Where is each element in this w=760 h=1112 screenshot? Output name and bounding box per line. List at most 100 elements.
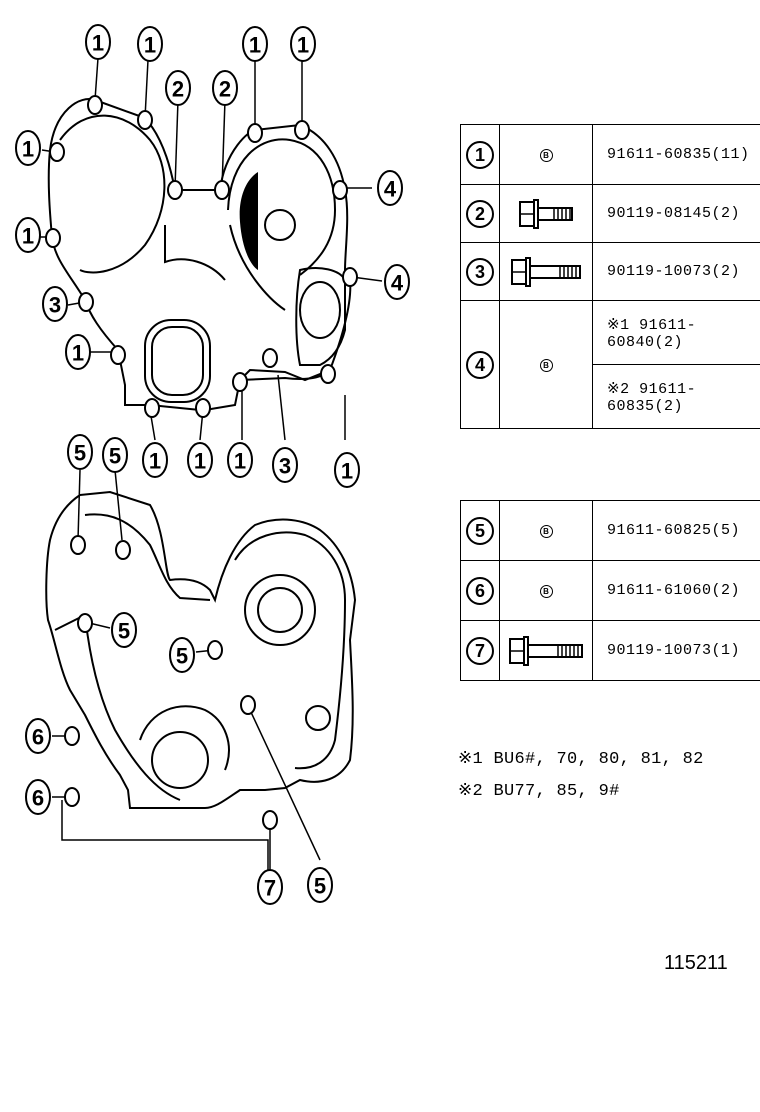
table-row: 4 B ※1 91611-60840(2) [460,300,760,429]
item-number: 6 [466,576,494,605]
parts-table-top: 1 B 91611-60835(11) 2 90119-08145(2) 3 [460,124,760,429]
flange-bolt-icon [511,256,581,287]
callout-6: 6 [32,786,44,811]
callout-1: 1 [297,33,309,58]
flange-nut-icon: B [539,149,553,162]
flange-bolt-icon [519,198,573,229]
fastener-position [64,787,80,807]
upper-cover-inner-left [59,114,166,274]
lower-right-boss [244,574,316,646]
callout-4: 4 [391,271,404,296]
applicability-note-1: ※1 BU6#, 70, 80, 81, 82 [458,750,704,769]
flange-bolt-icon [509,635,583,666]
lower-gasket-inner-right [234,531,347,770]
table-row: 5 B 91611-60825(5) [460,500,760,561]
flange-nut-icon: B [539,359,553,372]
flange-nut-icon: B [539,525,553,538]
callout-1: 1 [22,224,34,249]
callout-5: 5 [118,619,130,644]
fastener-position [342,267,358,287]
fastener-position [137,110,153,130]
part-number: 90119-08145(2) [592,184,760,243]
lower-left-boss-frame [139,705,230,771]
fastener-position [45,228,61,248]
fastener-position [332,180,348,200]
callout-5: 5 [74,441,86,466]
illustration-reference-number: 115211 [664,952,728,974]
upper-cover-inner-right [227,138,337,311]
callout-3: 3 [49,293,61,318]
callout-2: 2 [172,77,184,102]
table-row: ※2 91611-60835(2) [461,364,760,429]
fastener-position [167,180,183,200]
table-row: 1 B 91611-60835(11) [460,124,760,185]
fastener-position [49,142,65,162]
part-number: 91611-60825(5) [592,500,760,561]
oil-seal-housing [144,319,211,403]
fastener-position [115,540,131,560]
item-number: 1 [466,140,494,169]
fastener-position [207,640,223,660]
lower-right-boss-inner [257,587,303,633]
part-number: 90119-10073(2) [592,242,760,301]
item-number: 4 [466,350,494,379]
fastener-position [262,810,278,830]
part-number: 90119-10073(1) [592,620,760,681]
callout-5: 5 [176,644,188,669]
fastener-position [247,123,263,143]
callout-1: 1 [72,341,84,366]
lower-gasket-inner-top [84,513,211,601]
fastener-position [78,292,94,312]
fastener-position [240,695,256,715]
lower-gasket-outline [45,490,357,809]
item-number: 5 [466,516,494,545]
item-number: 3 [466,257,494,286]
callout-1: 1 [22,137,34,162]
fastener-position [110,345,126,365]
part-number: 91611-61060(2) [592,560,760,621]
flange-nut-icon: B [539,585,553,598]
callout-1: 1 [194,449,206,474]
fastener-position [320,364,336,384]
callout-1: 1 [92,31,104,56]
upper-cover-hole [264,209,296,241]
callout-3: 3 [279,454,291,479]
upper-cover-lower-edge [239,368,331,382]
oil-seal-housing-inner [151,326,204,396]
fastener-position [195,398,211,418]
callout-1: 1 [341,459,353,484]
fastener-position [64,726,80,746]
lower-small-hole [305,705,331,731]
lower-left-boss [151,731,209,789]
fastener-position [214,180,230,200]
item-number: 2 [466,199,494,228]
part-number: ※2 91611-60835(2) [592,364,760,429]
callout-5: 5 [109,444,121,469]
item-number: 7 [466,636,494,665]
fastener-position [70,535,86,555]
upper-right-boss [299,281,341,339]
fastener-position [144,398,160,418]
callout-1: 1 [234,449,246,474]
callout-5: 5 [314,874,326,899]
table-row: 6 B 91611-61060(2) [460,560,760,621]
fastener-position [232,372,248,392]
parts-table-bottom: 5 B 91611-60825(5) 6 B 91611-61060(2) 7 … [460,500,760,681]
lower-gasket-inner-left [54,613,181,801]
callout-4: 4 [384,177,397,202]
callout-2: 2 [219,77,231,102]
fastener-position [87,95,103,115]
fastener-position [294,120,310,140]
callout-1: 1 [149,449,161,474]
callout-1: 1 [144,33,156,58]
applicability-note-2: ※2 BU77, 85, 9# [458,782,620,801]
fastener-position [77,613,93,633]
part-number: 91611-60835(11) [592,124,760,185]
callout-7: 7 [264,876,276,901]
part-number: ※1 91611-60840(2) [592,300,760,365]
table-row: 3 90119-10073(2) [460,242,760,301]
fastener-position [262,348,278,368]
upper-cover-flange [295,267,346,366]
table-row: 2 90119-08145(2) [460,184,760,243]
